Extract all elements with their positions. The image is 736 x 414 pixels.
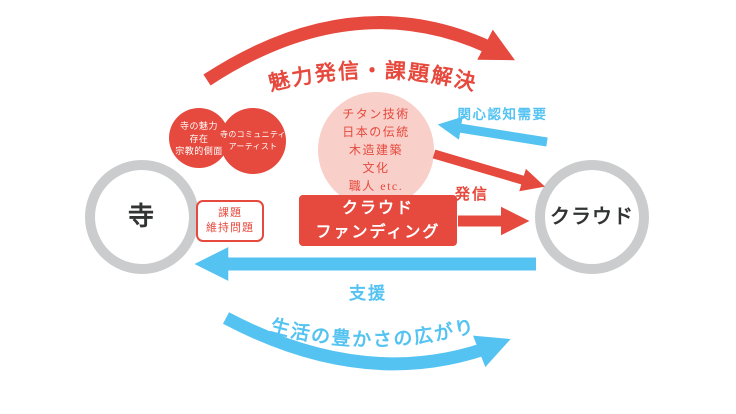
content-line: 日本の伝統 (342, 125, 410, 139)
send-label: 発信 (454, 187, 489, 203)
crowdfunding-line: ファンディング (315, 223, 441, 241)
community-line: 寺のコミュニティ (220, 130, 286, 139)
content-line: 文化 (362, 161, 390, 175)
issue-line: 課題 (218, 207, 242, 220)
bottom-arc-arrow (222, 312, 511, 371)
temple-label: 寺 (127, 202, 156, 231)
top-arc-arrow (203, 16, 516, 86)
content-line: 木造建築 (348, 143, 403, 157)
top-arc-label: 魅力発信・課題解決 (266, 59, 479, 96)
appeal-line: 寺の魅力 (179, 121, 218, 131)
appeal-circle-text: 寺の魅力 存在 宗教的側面 (154, 120, 244, 158)
right-ring (535, 160, 649, 274)
appeal-line: 存在 (189, 133, 209, 144)
appeal-line: 宗教的側面 (175, 146, 223, 156)
content-line: チタン技術 (342, 107, 410, 121)
community-circle (220, 108, 286, 174)
appeal-circle (169, 108, 229, 168)
community-circle-text: 寺のコミュニティ アーティスト (205, 129, 301, 153)
left-ring (85, 160, 199, 274)
issue-line: 維持問題 (206, 222, 254, 234)
demand-label: 関心認知需要 (457, 107, 548, 122)
content-circle (318, 92, 434, 208)
crowdfunding-line: クラウド (341, 200, 414, 218)
content-line: 職人 etc. (348, 179, 404, 193)
content-circle-text: チタン技術 日本の伝統 木造建築 文化 職人 etc. (296, 105, 456, 195)
community-line: アーティスト (228, 142, 278, 151)
support-label: 支援 (349, 284, 387, 303)
issue-box: 課題 維持問題 (196, 200, 264, 242)
crowdfunding-box: クラウド ファンディング (299, 195, 457, 246)
crowd-label: クラウド (550, 206, 634, 228)
demand-arrow (437, 116, 548, 147)
send-arrow (432, 149, 545, 192)
